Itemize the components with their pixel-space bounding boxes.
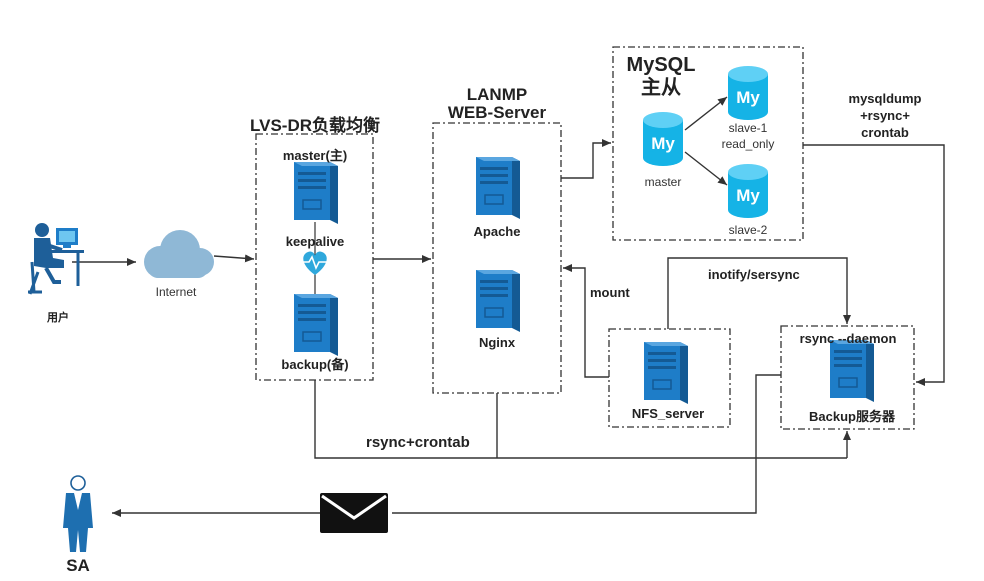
mysql-slave1-db-icon xyxy=(728,66,768,120)
mysql-slave1-label: slave-1 xyxy=(728,121,768,135)
master-to-slave2-arrow xyxy=(684,151,728,186)
master-to-slave1-arrow xyxy=(684,96,728,131)
sa-person-icon xyxy=(63,475,93,552)
backup-title: rsync --daemon xyxy=(799,331,897,346)
mysql-slave2-db-icon xyxy=(728,164,768,218)
lvs-keepalive-label: keepalive xyxy=(285,234,345,249)
nfs-group-box xyxy=(608,328,731,428)
mysqldump-label-line2: +rsync+ xyxy=(860,108,910,123)
mysql-master-db-icon xyxy=(643,112,683,166)
web-title-line2: WEB-Server xyxy=(447,103,547,122)
backup-to-mail-line xyxy=(392,374,781,514)
mysql-title-line2: 主从 xyxy=(641,77,681,99)
user-icon xyxy=(28,223,84,295)
mail-icon xyxy=(320,493,388,533)
nginx-label: Nginx xyxy=(478,335,516,350)
cloud-icon xyxy=(144,230,214,278)
mysqldump-label-line1: mysqldump xyxy=(848,91,922,106)
lvs-master-label: master(主) xyxy=(282,148,348,163)
lvs-backup-server-icon xyxy=(293,293,339,357)
lvs-rsync-crontab-line xyxy=(314,380,847,459)
sa-label: SA xyxy=(66,556,90,575)
mysql-group-box xyxy=(612,46,804,241)
web-title-line1: LANMP xyxy=(466,85,528,104)
backup-group-box xyxy=(780,325,915,430)
web-to-mysql-arrow xyxy=(561,139,611,179)
nginx-server-icon xyxy=(475,269,521,333)
backup-server-label: Backup服务器 xyxy=(809,409,895,424)
user-label: 用户 xyxy=(47,312,69,324)
mysqldump-label-line3: crontab xyxy=(861,125,909,140)
nfs-server-icon xyxy=(643,341,689,405)
mysql-master-label: master xyxy=(644,175,682,189)
nfs-mount-arrow xyxy=(563,264,609,378)
lvs-backup-label: backup(备) xyxy=(281,357,349,372)
heartbeat-icon xyxy=(302,251,328,275)
backup-server-icon xyxy=(829,339,875,403)
internet-label: Internet xyxy=(155,285,197,299)
apache-server-icon xyxy=(475,156,521,220)
rsync-crontab-label: rsync+crontab xyxy=(366,434,470,451)
inotify-sync-arrow xyxy=(667,257,851,329)
mount-label: mount xyxy=(590,285,630,300)
lvs-master-server-icon xyxy=(293,161,339,225)
inotify-label: inotify/sersync xyxy=(708,267,800,282)
lvs-title: LVS-DR负载均衡 xyxy=(249,116,381,135)
apache-label: Apache xyxy=(473,224,521,239)
mysql-slave2-label: slave-2 xyxy=(728,223,768,237)
mysql-title-line1: MySQL xyxy=(626,54,696,76)
nfs-server-label: NFS_server xyxy=(631,406,705,421)
mysql-slave1-readonly-label: read_only xyxy=(721,137,775,151)
mysqldump-to-backup-arrow xyxy=(803,144,945,386)
internet-to-lvs-arrow xyxy=(213,254,255,263)
